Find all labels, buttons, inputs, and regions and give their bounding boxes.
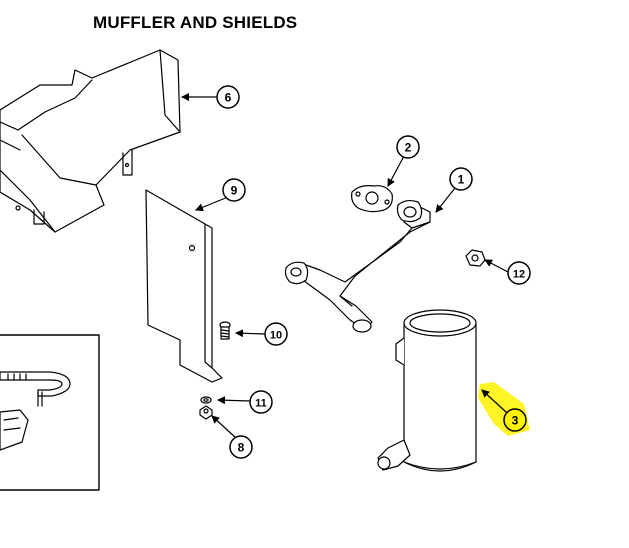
- frame-shield-part: [0, 49, 181, 233]
- washer-part: [200, 396, 212, 404]
- callout-9: 9: [222, 178, 246, 202]
- callout-8: 8: [229, 435, 253, 459]
- exhaust-pipe-part: [284, 199, 431, 333]
- bolt-part: [219, 321, 231, 340]
- svg-text:12: 12: [513, 269, 525, 281]
- leader-lines: [181, 93, 509, 439]
- callout-2: 2: [396, 135, 420, 159]
- svg-text:9: 9: [231, 184, 238, 198]
- svg-text:2: 2: [405, 141, 412, 155]
- callout-11: 11: [249, 390, 273, 414]
- callout-1: 1: [449, 167, 473, 191]
- callout-3: 3: [503, 408, 527, 432]
- svg-text:3: 3: [512, 414, 519, 428]
- svg-text:6: 6: [225, 91, 232, 105]
- gasket-part: [351, 185, 393, 213]
- svg-text:1: 1: [458, 173, 465, 187]
- muffler-part: [377, 309, 477, 472]
- callout-12: 12: [507, 261, 531, 285]
- svg-text:8: 8: [238, 441, 245, 455]
- callout-10: 10: [264, 322, 288, 346]
- svg-text:11: 11: [255, 398, 267, 410]
- clamp-inset: [0, 334, 100, 491]
- nut-part: [199, 405, 213, 420]
- diagram-title: MUFFLER AND SHIELDS: [93, 13, 298, 32]
- flange-nut-part: [465, 249, 486, 267]
- callout-6: 6: [216, 85, 240, 109]
- svg-text:10: 10: [270, 330, 282, 342]
- heat-shield-part: [145, 189, 223, 383]
